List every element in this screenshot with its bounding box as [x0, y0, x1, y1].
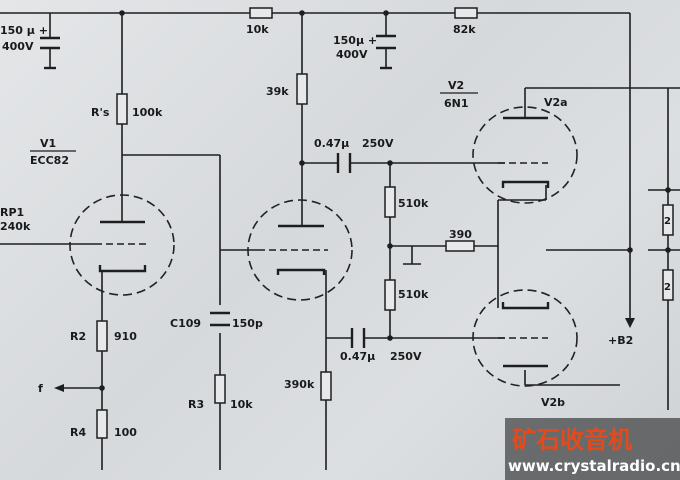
label-r-510k-upper: 510k	[398, 197, 429, 210]
watermark-brand: 矿石收音机	[512, 426, 632, 454]
label-c109-value: 150p	[232, 317, 263, 330]
label-v1-type: ECC82	[30, 154, 69, 167]
b2-arrow-icon	[625, 318, 635, 328]
label-c-047-top-voltage: 250V	[362, 137, 394, 150]
label-r4-value: 100	[114, 426, 137, 439]
resistor-right-1	[662, 204, 674, 236]
label-v2b: V2b	[541, 396, 565, 409]
label-v1-name: V1	[40, 137, 56, 150]
resistor-39k	[296, 73, 308, 105]
f-arrow-icon	[54, 384, 64, 392]
resistor-r2	[96, 320, 108, 352]
label-c109: C109	[170, 317, 201, 330]
tube-v1	[69, 194, 175, 296]
capacitor-c109	[210, 311, 230, 327]
tube-v2b	[472, 289, 578, 387]
label-r-390k: 390k	[284, 378, 315, 391]
resistor-right-2	[662, 269, 674, 301]
component-labels: 150 µ + 400V 10k 150µ + 400V 82k R's 100…	[0, 23, 671, 439]
label-c-047-bottom-voltage: 250V	[390, 350, 422, 363]
capacitor-047-top	[336, 153, 352, 173]
wires	[0, 12, 680, 470]
label-c-left-voltage: 400V	[2, 40, 34, 53]
watermark-background	[505, 418, 680, 480]
label-r-ks-value: 100k	[132, 106, 163, 119]
label-c-047-top: 0.47µ	[314, 137, 349, 150]
label-r-82k-top: 82k	[453, 23, 476, 36]
label-v2a: V2a	[544, 96, 568, 109]
label-v2-name: V2	[448, 79, 464, 92]
label-r-39k: 39k	[266, 85, 289, 98]
resistor-390	[445, 240, 475, 252]
label-c-left-value: 150 µ +	[0, 24, 48, 37]
capacitor-047-bottom	[350, 328, 366, 348]
tube-v1-second-half	[247, 199, 353, 301]
label-r2: R2	[70, 330, 86, 343]
resistor-rks	[116, 93, 128, 125]
capacitor-c-mid	[376, 34, 396, 70]
label-r-390: 390	[449, 228, 472, 241]
label-r4: R4	[70, 426, 86, 439]
label-rp1: RP1	[0, 206, 24, 219]
junctions	[99, 10, 671, 391]
label-r-right-1: 2	[664, 216, 671, 227]
label-v2-type: 6N1	[444, 97, 469, 110]
resistor-510k-upper	[384, 186, 396, 218]
resistor-r3	[214, 374, 226, 404]
tube-v2a	[472, 106, 578, 204]
resistor-82k-top	[454, 7, 478, 19]
label-r2-value: 910	[114, 330, 137, 343]
label-r-10k-top: 10k	[246, 23, 269, 36]
resistor-10k-top	[249, 7, 273, 19]
resistor-390k	[320, 371, 332, 401]
label-r-right-2: 2	[664, 282, 671, 293]
label-b2: +B2	[608, 334, 633, 347]
label-r3-value: 10k	[230, 398, 253, 411]
label-r-510k-lower: 510k	[398, 288, 429, 301]
resistor-r4	[96, 409, 108, 439]
label-r-ks: R's	[91, 106, 110, 119]
resistor-510k-lower	[384, 279, 396, 311]
label-c-mid-value: 150µ +	[333, 34, 377, 47]
label-c-047-bottom: 0.47µ	[340, 350, 375, 363]
capacitor-c-left	[40, 36, 60, 70]
label-c-mid-voltage: 400V	[336, 48, 368, 61]
label-f: f	[38, 382, 43, 395]
watermark: 矿石收音机 www.crystalradio.cn	[505, 418, 680, 480]
label-r3: R3	[188, 398, 204, 411]
watermark-url: www.crystalradio.cn	[508, 457, 680, 475]
label-rp1-value: 240k	[0, 220, 31, 233]
